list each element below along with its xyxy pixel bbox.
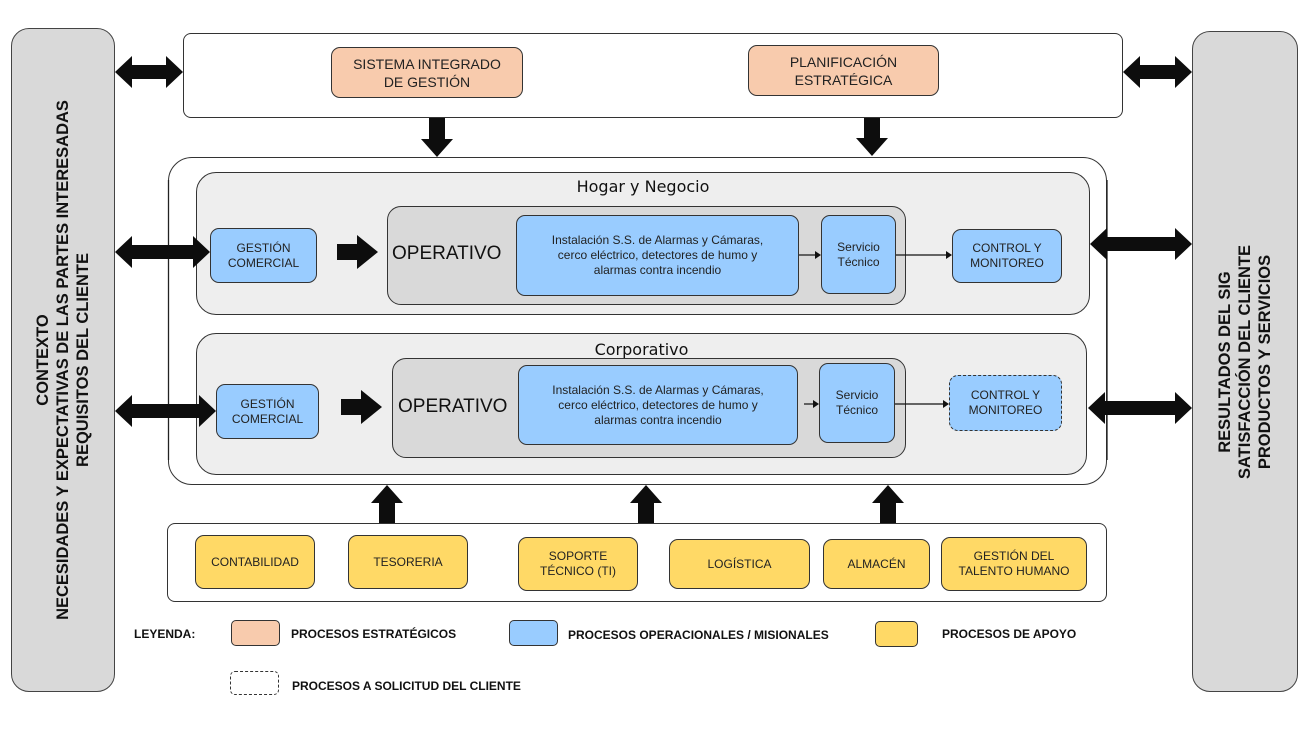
support-process-logistics[interactable]: LOGÍSTICA [669,539,810,589]
results-panel-text: RESULTADOS DEL SIG SATISFACCIÓN DEL CLIE… [1216,244,1274,479]
legend-label-on-request: PROCESOS A SOLICITUD DEL CLIENTE [292,679,521,693]
operative-label: OPERATIVO [392,243,502,264]
group-title: Hogar y Negocio [576,177,710,196]
operative-label: OPERATIVO [398,396,508,417]
context-panel-text: CONTEXTO NECESIDADES Y EXPECTATIVAS DE L… [34,100,92,620]
legend-swatch-strategic [231,620,280,646]
up-arrow-icon [872,485,904,523]
legend-swatch-on-request [230,671,279,695]
up-arrow-icon [371,485,403,523]
installation-box[interactable]: Instalación S.S. de Alarmas y Cámaras,ce… [518,365,798,445]
support-process-treasury[interactable]: TESORERIA [348,535,468,589]
double-arrow-icon [115,56,183,88]
down-arrow-icon [421,118,453,157]
legend-swatch-operational [509,620,558,646]
legend-title: LEYENDA: [134,627,196,641]
support-process-warehouse[interactable]: ALMACÉN [823,539,930,589]
installation-box[interactable]: Instalación S.S. de Alarmas y Cámaras,ce… [516,215,799,296]
group-title: Corporativo [594,340,689,359]
strategic-processes-panel [183,33,1123,118]
legend-label-operational: PROCESOS OPERACIONALES / MISIONALES [568,628,829,642]
double-arrow-icon [1123,56,1192,88]
support-process-accounting[interactable]: CONTABILIDAD [195,535,315,589]
legend-label-strategic: PROCESOS ESTRATÉGICOS [291,627,457,641]
up-arrow-icon [630,485,662,523]
legend-swatch-support [875,621,918,647]
results-panel: RESULTADOS DEL SIG SATISFACCIÓN DEL CLIE… [1192,31,1298,692]
legend-label-support: PROCESOS DE APOYO [942,627,1077,641]
context-panel: CONTEXTO NECESIDADES Y EXPECTATIVAS DE L… [11,28,115,692]
down-arrow-icon [856,118,888,156]
